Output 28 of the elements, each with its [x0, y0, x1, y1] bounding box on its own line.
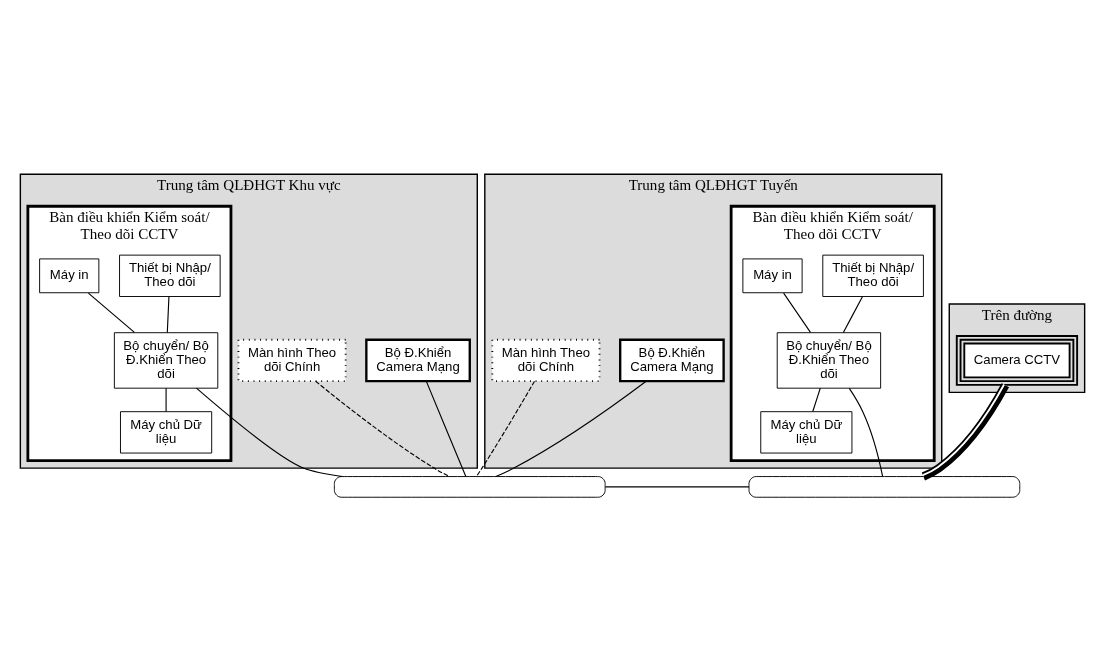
node-box: Máy chủ Dữ liệu	[120, 411, 213, 454]
node-bar	[748, 476, 1021, 498]
connector	[195, 387, 343, 478]
connector	[166, 296, 170, 334]
connector	[495, 380, 647, 478]
connector	[315, 380, 450, 477]
connector	[425, 380, 467, 478]
node-box: Bộ chuyển/ Bộ Đ.Khiển Theo dõi	[776, 332, 882, 389]
node-box: Máy chủ Dữ liệu	[760, 411, 853, 454]
connector	[165, 387, 167, 413]
connector	[87, 292, 135, 333]
node-box: Thiết bị Nhập/ Theo dõi	[822, 254, 924, 297]
connector	[842, 296, 863, 334]
connector	[476, 380, 536, 477]
node-box: Màn hình Theo dõi Chính	[237, 338, 347, 383]
node-box: Bộ Đ.Khiển Camera Mạng	[619, 338, 725, 383]
node-box: Màn hình Theo dõi Chính	[491, 338, 601, 383]
connector	[812, 387, 821, 413]
node-box: Thiết bị Nhập/ Theo dõi	[119, 254, 221, 297]
connector	[848, 387, 884, 478]
node-box: Bộ Đ.Khiển Camera Mạng	[365, 338, 471, 383]
node-box: Máy in	[742, 258, 803, 294]
node-bar	[333, 476, 606, 498]
node-box: Máy in	[39, 258, 100, 294]
connector	[783, 292, 812, 333]
connector	[604, 486, 750, 488]
connector	[921, 383, 1009, 481]
node-box: Bộ chuyển/ Bộ Đ.Khiển Theo dõi	[113, 332, 219, 389]
